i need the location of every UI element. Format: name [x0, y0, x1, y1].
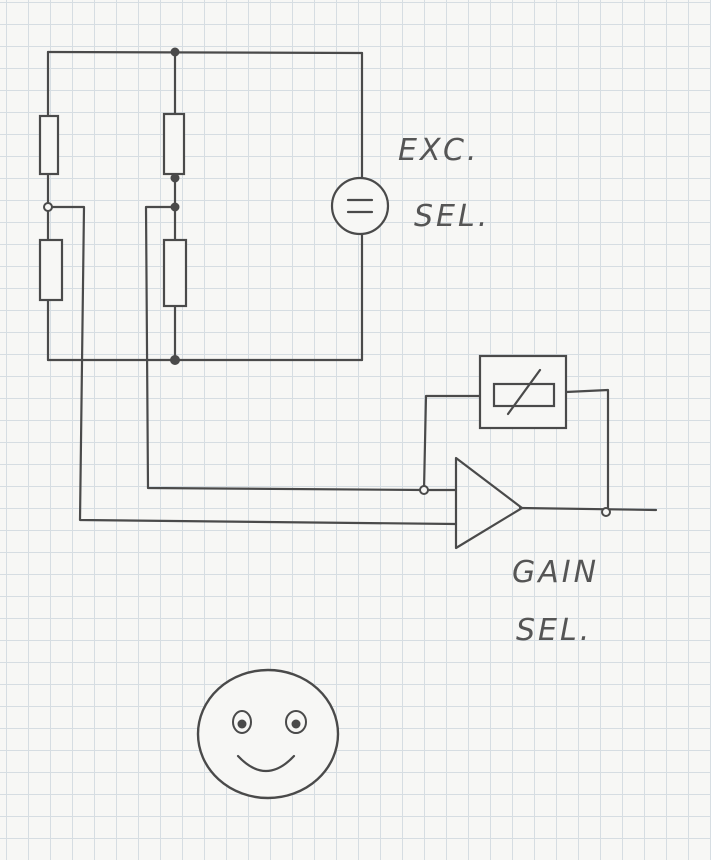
excitation-source	[330, 176, 390, 236]
smile	[236, 754, 296, 772]
resistor-middle-bottom	[162, 238, 188, 308]
resistor-middle-top	[162, 112, 186, 176]
signal-wires	[46, 205, 658, 526]
left-eye	[232, 710, 252, 734]
resistor-left-top	[38, 114, 60, 176]
excitation-label-line1: EXC.	[398, 133, 479, 168]
amplifier-symbol	[454, 456, 524, 550]
smiley-face	[196, 668, 340, 800]
variable-gain-resistor	[478, 354, 568, 430]
junction-nodes	[43, 47, 611, 517]
gain-label-line1: GAIN	[512, 555, 599, 590]
gain-label-line2: SEL.	[516, 613, 592, 648]
excitation-label-line2: SEL.	[414, 199, 490, 234]
right-eye	[285, 710, 307, 734]
resistor-left-bottom	[38, 238, 64, 302]
bridge-frame	[46, 50, 364, 362]
